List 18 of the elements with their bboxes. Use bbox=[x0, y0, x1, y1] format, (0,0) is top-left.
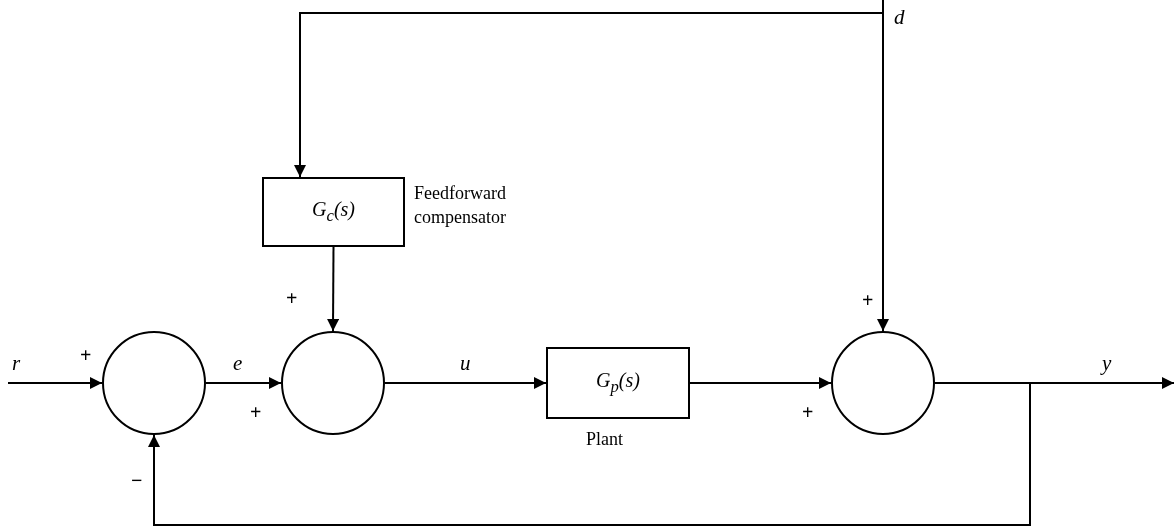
signal-arrow bbox=[205, 377, 282, 389]
transfer-function: G$_{p}$(s) bbox=[596, 369, 640, 397]
sign-label: + bbox=[286, 288, 298, 308]
signal-arrow bbox=[877, 0, 889, 332]
signal-arrow bbox=[294, 12, 884, 178]
block-caption: Plant bbox=[586, 428, 624, 451]
sign-label: + bbox=[862, 290, 874, 310]
signal-arrow bbox=[7, 377, 103, 389]
block-caption: Feedforward compensator bbox=[414, 182, 507, 229]
sign-label: + bbox=[250, 402, 262, 422]
sign-label: + bbox=[802, 402, 814, 422]
sign-label: + bbox=[80, 345, 92, 365]
transfer-function: G$_{c}$(s) bbox=[312, 198, 355, 226]
signal-arrow bbox=[384, 377, 547, 389]
signal-arrow bbox=[689, 377, 832, 389]
sign-label: − bbox=[131, 470, 143, 490]
signal-arrow bbox=[327, 246, 340, 332]
signal-arrow bbox=[148, 382, 1031, 526]
